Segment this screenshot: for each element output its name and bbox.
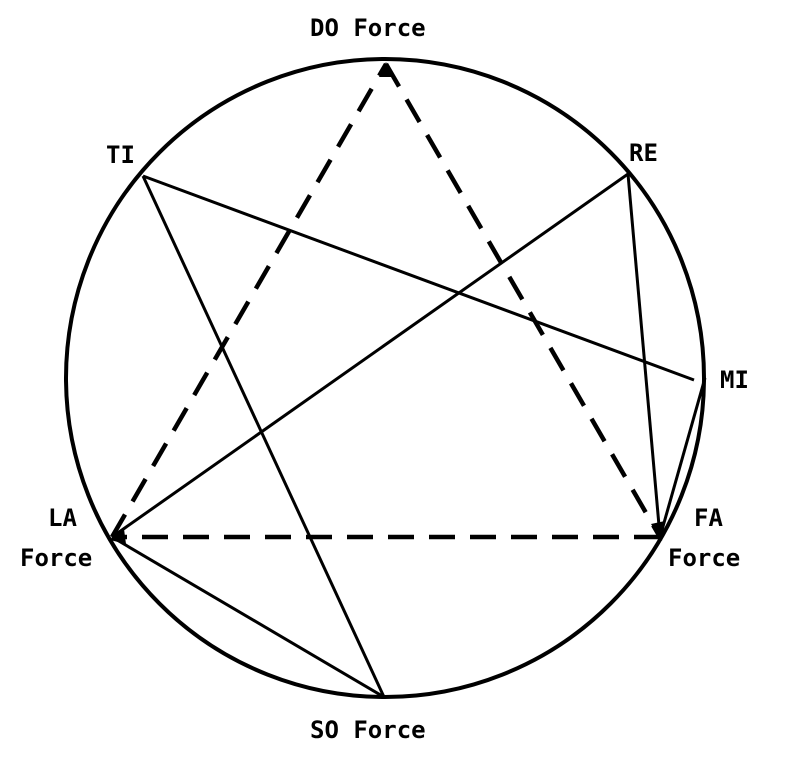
triangle-edge-do-fa (384, 62, 662, 539)
arrowhead-do (379, 62, 393, 77)
label-la: LA (48, 504, 77, 532)
hexad-line-ti-so (141, 175, 386, 698)
hexad-line-ti-mi (142, 174, 695, 382)
outer-circle (64, 57, 706, 699)
label-fa: FA (694, 504, 723, 532)
label-re: RE (629, 139, 658, 167)
hexad-line-re-la (111, 172, 629, 539)
arrowhead-la (110, 529, 126, 544)
hexad-line-mi-fa (658, 377, 707, 538)
hexad-line-re-fa (626, 173, 662, 538)
label-la-force: Force (20, 544, 93, 572)
label-ti: TI (106, 141, 135, 169)
triangle-edge-la-do (110, 62, 388, 539)
label-mi: MI (720, 366, 749, 394)
label-so-force: SO Force (310, 716, 426, 744)
hexad-line-la-so (111, 535, 385, 699)
label-do-force: DO Force (310, 14, 426, 42)
arrowhead-fa (651, 521, 665, 541)
label-fa-force: Force (668, 544, 741, 572)
